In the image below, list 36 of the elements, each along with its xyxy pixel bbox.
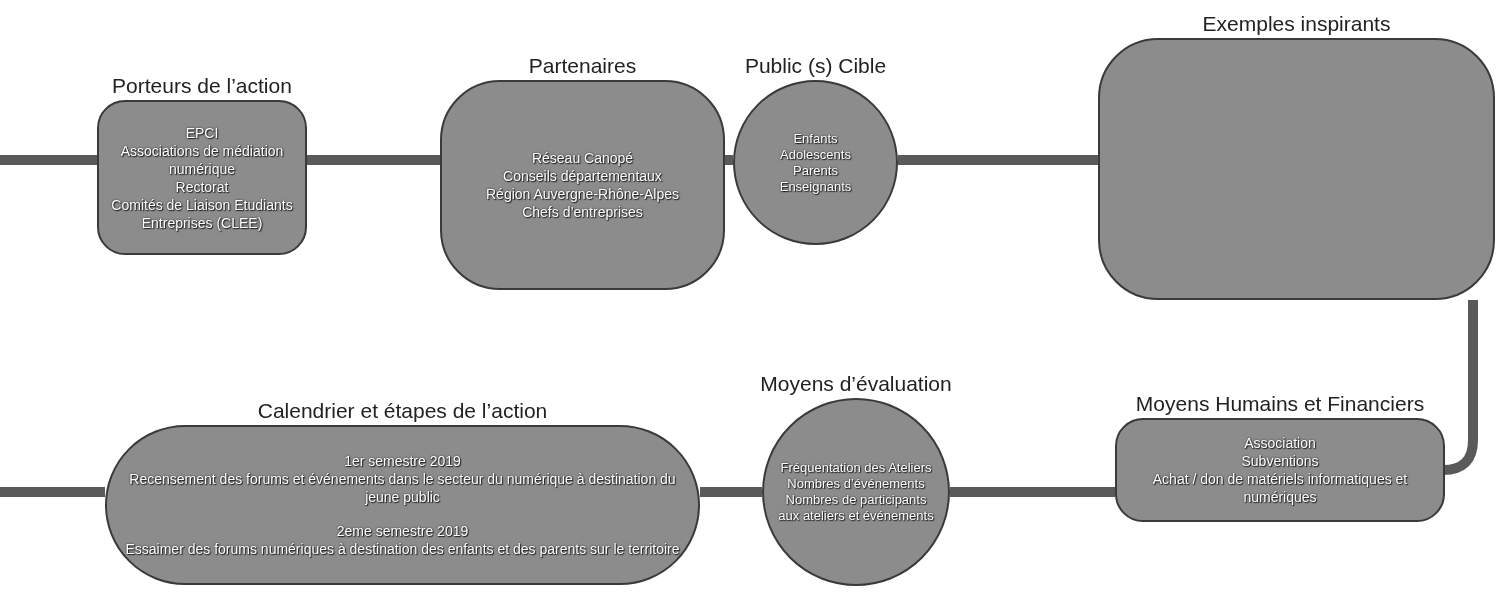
node-text: 1er semestre 2019 xyxy=(344,452,461,470)
node-text: Comités de Liaison Etudiants Entreprises (CLEE) xyxy=(111,195,293,232)
connector-line xyxy=(700,487,762,497)
node-text: Rectorat xyxy=(175,177,229,196)
node-heading: Exemples inspirants xyxy=(1202,13,1391,34)
connector-line xyxy=(898,155,1098,165)
node-heading: Moyens d’évaluation xyxy=(760,373,952,394)
node-text: Subventions xyxy=(1241,452,1319,470)
node-text: EPCI xyxy=(185,123,219,142)
node-text: Enfants xyxy=(793,130,838,147)
connector-line xyxy=(950,487,1115,497)
node-text: Essaimer des forums numériques à destination des enfants et des parents sur le territoire xyxy=(125,540,680,558)
node-text: Enseignants xyxy=(779,178,852,195)
node-text: 2eme semestre 2019 xyxy=(336,522,469,540)
node-text: Achat / don de matériels informatiques et numériques xyxy=(1151,470,1409,506)
node-text: Parents xyxy=(793,162,838,179)
node-text: Région Auvergne-Rhône-Alpes xyxy=(486,185,679,203)
node-text: Fréquentation des Ateliers xyxy=(780,460,932,476)
connector-line xyxy=(0,487,105,497)
node-text: Adolescents xyxy=(780,146,851,163)
node-heading: Porteurs de l’action xyxy=(112,75,292,96)
node-heading: Public (s) Cible xyxy=(744,55,887,76)
node-text: Associations de médiation numérique xyxy=(119,141,285,178)
node-text: Nombres d’événements xyxy=(787,476,925,492)
connector-line xyxy=(307,155,440,165)
node-heading: Calendrier et étapes de l’action xyxy=(257,400,548,421)
node-text: Chefs d’entreprises xyxy=(522,203,643,221)
connector-line xyxy=(0,155,97,165)
node-text: Recensement des forums et événements dans le secteur du numérique à destination du jeune public xyxy=(128,470,677,506)
node-heading: Partenaires xyxy=(528,55,637,76)
node-text: Réseau Canopé xyxy=(531,149,634,167)
node-text: Conseils départementaux xyxy=(503,167,662,185)
node-text: Nombres de participants aux ateliers et événements xyxy=(777,492,935,524)
connector-line xyxy=(725,155,733,165)
node-text: Association xyxy=(1244,434,1316,452)
node-heading: Moyens Humains et Financiers xyxy=(1135,393,1425,414)
